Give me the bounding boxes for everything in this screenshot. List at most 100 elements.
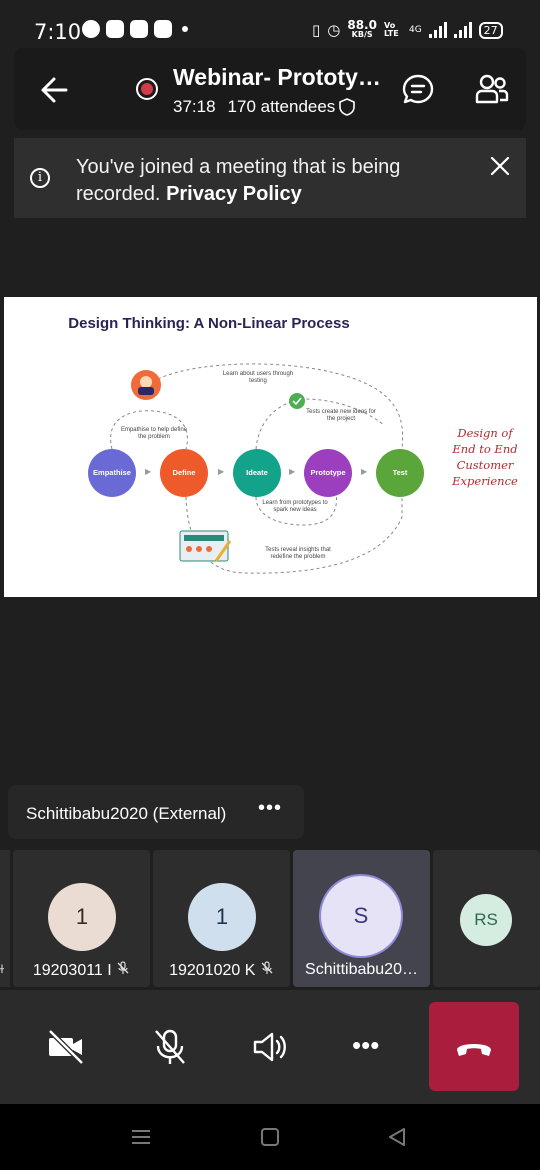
meeting-header: Webinar- Prototy… 37:18 170 attendees bbox=[14, 48, 526, 130]
attendee-count: 170 attendees bbox=[227, 97, 336, 116]
status-right: ▯ ◷ 88.0 KB/S Vo LTE 4G 27 bbox=[312, 18, 503, 40]
avatar: 1 bbox=[188, 883, 256, 951]
arrow-icon: ▶ bbox=[218, 467, 225, 476]
messenger-icon bbox=[106, 20, 124, 38]
battery-icon: 27 bbox=[478, 21, 503, 39]
participant-name: 19203011 I bbox=[32, 962, 112, 979]
avatar: RS bbox=[460, 894, 512, 946]
close-banner-button[interactable] bbox=[488, 154, 512, 178]
home-button[interactable] bbox=[259, 1126, 281, 1153]
process-loops bbox=[110, 363, 404, 574]
people-icon bbox=[475, 74, 509, 104]
mic-off-icon bbox=[117, 961, 129, 974]
participants-button[interactable] bbox=[474, 72, 510, 108]
volte-label: Vo LTE bbox=[383, 21, 399, 38]
participant-name: 19201020 K bbox=[169, 962, 256, 979]
persona-icon bbox=[131, 370, 161, 400]
stage-prototype: Prototype bbox=[304, 449, 352, 497]
back-button[interactable] bbox=[36, 70, 76, 110]
call-controls: ••• bbox=[0, 990, 540, 1104]
avatar: S bbox=[321, 876, 401, 956]
camera-toggle-button[interactable] bbox=[46, 1027, 86, 1067]
script-line: Customer bbox=[456, 458, 514, 472]
notification-icons bbox=[82, 20, 188, 38]
meeting-title[interactable]: Webinar- Prototy… bbox=[173, 64, 381, 90]
banner-message: You've joined a meeting that is being re… bbox=[76, 154, 456, 208]
participant-name: Schittibabu20… bbox=[305, 961, 418, 978]
privacy-policy-link[interactable]: Privacy Policy bbox=[166, 183, 302, 205]
mic-off-icon bbox=[155, 1029, 185, 1064]
chat-icon bbox=[402, 74, 434, 104]
shared-slide: Design Thinking: A Non-Linear Process bbox=[4, 297, 537, 597]
note-tests-reveal: Tests reveal insights that redefine the … bbox=[265, 547, 331, 560]
signal-icon bbox=[428, 22, 447, 38]
stage-empathise: Empathise bbox=[88, 449, 136, 497]
menu-icon bbox=[132, 1130, 150, 1144]
arrow-icon: ▶ bbox=[145, 467, 152, 476]
note-learn-prototypes: Learn from prototypes to spark new ideas bbox=[262, 500, 328, 513]
alarm-icon: ◷ bbox=[327, 21, 341, 39]
system-nav-bar bbox=[0, 1104, 540, 1170]
speaker-button[interactable] bbox=[250, 1027, 290, 1067]
hang-up-button[interactable] bbox=[429, 1002, 519, 1091]
meeting-meta: 37:18 170 attendees bbox=[173, 97, 356, 117]
mic-off-icon: ɫ bbox=[0, 962, 4, 976]
prototype-illustration bbox=[179, 530, 232, 562]
meeting-duration: 37:18 bbox=[173, 97, 216, 116]
participant-label: 19203011 I bbox=[13, 961, 150, 980]
slide-handwritten-note: Design of End to End Customer Experience bbox=[440, 425, 530, 489]
vibrate-icon: ▯ bbox=[312, 21, 321, 39]
info-icon: i bbox=[30, 168, 50, 188]
stage-test: Test bbox=[376, 449, 424, 497]
script-line: Design of bbox=[457, 426, 513, 440]
more-notifications-dot-icon bbox=[182, 26, 188, 32]
participant-tile[interactable]: 1 19203011 I bbox=[13, 850, 150, 987]
whatsapp-icon bbox=[82, 20, 100, 38]
participant-tile[interactable]: RS bbox=[433, 850, 540, 987]
stage-define: Define bbox=[160, 449, 208, 497]
chat-button[interactable] bbox=[400, 72, 436, 108]
more-options-icon[interactable]: ••• bbox=[258, 797, 283, 819]
home-icon bbox=[261, 1128, 279, 1146]
camera-off-icon bbox=[48, 1029, 84, 1065]
battery-level: 27 bbox=[483, 23, 498, 37]
partial-tile: ɫ bbox=[0, 850, 10, 987]
net-speed: 88.0 KB/S bbox=[347, 18, 377, 39]
recents-button[interactable] bbox=[130, 1128, 152, 1151]
arrow-icon: ▶ bbox=[361, 467, 368, 476]
script-line: Experience bbox=[452, 474, 518, 488]
status-bar: 7:10 ▯ ◷ 88.0 KB/S Vo LTE 4G 27 bbox=[0, 0, 540, 62]
stage-ideate: Ideate bbox=[233, 449, 281, 497]
shield-icon bbox=[339, 98, 356, 116]
speaker-name: Schittibabu2020 (External) bbox=[26, 804, 227, 823]
banner-text: You've joined a meeting that is being re… bbox=[76, 156, 401, 205]
network-type: 4G bbox=[408, 25, 422, 35]
script-line: End to End bbox=[452, 442, 518, 456]
speaker-icon bbox=[253, 1032, 286, 1062]
speaker-name-pill[interactable]: Schittibabu2020 (External) ••• bbox=[8, 785, 304, 839]
app-grid-icon bbox=[130, 20, 148, 38]
recording-icon bbox=[136, 78, 158, 100]
mic-toggle-button[interactable] bbox=[150, 1027, 190, 1067]
check-icon bbox=[289, 393, 305, 409]
avatar: 1 bbox=[48, 883, 116, 951]
arrow-icon: ▶ bbox=[289, 467, 296, 476]
participant-tile[interactable]: 1 19201020 K bbox=[153, 850, 290, 987]
app-icon bbox=[154, 20, 172, 38]
mic-off-icon bbox=[261, 961, 273, 974]
slide-title: Design Thinking: A Non-Linear Process bbox=[68, 315, 350, 332]
note-tests-create: Tests create new ideas for the project bbox=[306, 409, 376, 422]
back-nav-button[interactable] bbox=[386, 1126, 408, 1153]
hang-up-icon bbox=[457, 1044, 491, 1056]
note-learn-users: Learn about users through testing bbox=[222, 371, 294, 384]
recording-banner: i You've joined a meeting that is being … bbox=[14, 138, 526, 218]
back-arrow-icon bbox=[41, 77, 68, 103]
close-icon bbox=[490, 156, 510, 176]
back-triangle-icon bbox=[389, 1128, 405, 1146]
more-button[interactable]: ••• bbox=[352, 1030, 380, 1060]
note-empathise-help: Empathise to help define the problem bbox=[120, 427, 188, 440]
signal-2-icon bbox=[453, 22, 472, 38]
status-time: 7:10 bbox=[34, 20, 82, 44]
participant-tile-active[interactable]: S Schittibabu20… bbox=[293, 850, 430, 987]
participant-label: 19201020 K bbox=[153, 961, 290, 980]
